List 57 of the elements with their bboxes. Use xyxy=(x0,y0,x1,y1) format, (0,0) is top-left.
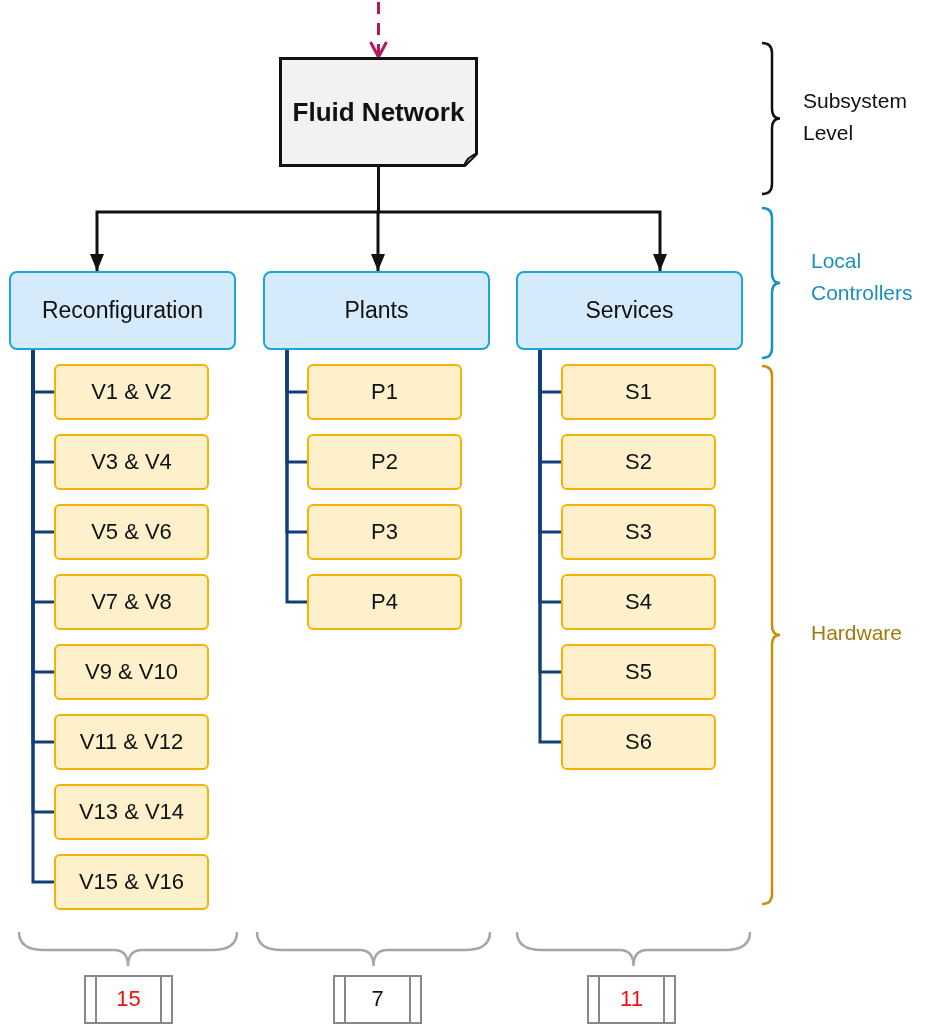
hardware-box xyxy=(561,574,716,630)
node-label: Plants xyxy=(343,296,410,326)
hardware-box xyxy=(54,574,209,630)
controller-box xyxy=(516,271,743,350)
node-label: P4 xyxy=(370,587,399,616)
node-label: 15 xyxy=(115,985,142,1014)
hardware-box xyxy=(307,434,462,490)
node-label: V9 & V10 xyxy=(84,657,179,686)
level-label: Subsystem Level xyxy=(803,88,908,146)
node-label: S1 xyxy=(624,377,653,406)
node-label: Reconfiguration xyxy=(40,296,205,326)
node-label: P3 xyxy=(370,517,399,546)
controller-box xyxy=(263,271,490,350)
node-label: S2 xyxy=(624,447,653,476)
node-label: Services xyxy=(584,296,675,326)
node-label: S4 xyxy=(624,587,653,616)
node-label: S5 xyxy=(624,657,653,686)
document-box xyxy=(279,57,478,167)
node-label: V13 & V14 xyxy=(77,797,186,826)
hardware-box xyxy=(54,784,209,840)
level-label: Hardware xyxy=(811,620,904,646)
connector-line xyxy=(285,350,307,604)
hardware-box xyxy=(561,364,716,420)
controller-box xyxy=(9,271,236,350)
node-label: V1 & V2 xyxy=(90,377,173,406)
hardware-box xyxy=(561,504,716,560)
level-label: Local Controllers xyxy=(811,248,914,306)
hardware-box xyxy=(54,364,209,420)
arrow xyxy=(377,167,667,271)
node-label: V15 & V16 xyxy=(77,867,186,896)
node-label: 7 xyxy=(370,985,385,1014)
node-label: V7 & V8 xyxy=(90,587,173,616)
hardware-box xyxy=(561,644,716,700)
node-label: S6 xyxy=(624,727,653,756)
hardware-box xyxy=(307,364,462,420)
hardware-box xyxy=(561,714,716,770)
node-label: V11 & V12 xyxy=(78,727,185,756)
count-box xyxy=(587,975,676,1024)
node-label: V5 & V6 xyxy=(90,517,173,546)
connector-line xyxy=(538,350,561,744)
hardware-box xyxy=(54,434,209,490)
node-label: Fluid Network xyxy=(291,95,466,129)
node-label: V3 & V4 xyxy=(90,447,173,476)
hardware-box xyxy=(54,644,209,700)
hardware-box xyxy=(307,504,462,560)
node-label: P1 xyxy=(370,377,399,406)
node-label: P2 xyxy=(370,447,399,476)
hardware-box xyxy=(54,854,209,910)
hardware-box xyxy=(54,504,209,560)
hardware-box xyxy=(307,574,462,630)
node-label: S3 xyxy=(624,517,653,546)
arrow xyxy=(369,2,388,59)
hardware-box xyxy=(54,714,209,770)
node-label: 11 xyxy=(619,985,644,1014)
count-box xyxy=(84,975,173,1024)
count-box xyxy=(333,975,422,1024)
hardware-box xyxy=(561,434,716,490)
